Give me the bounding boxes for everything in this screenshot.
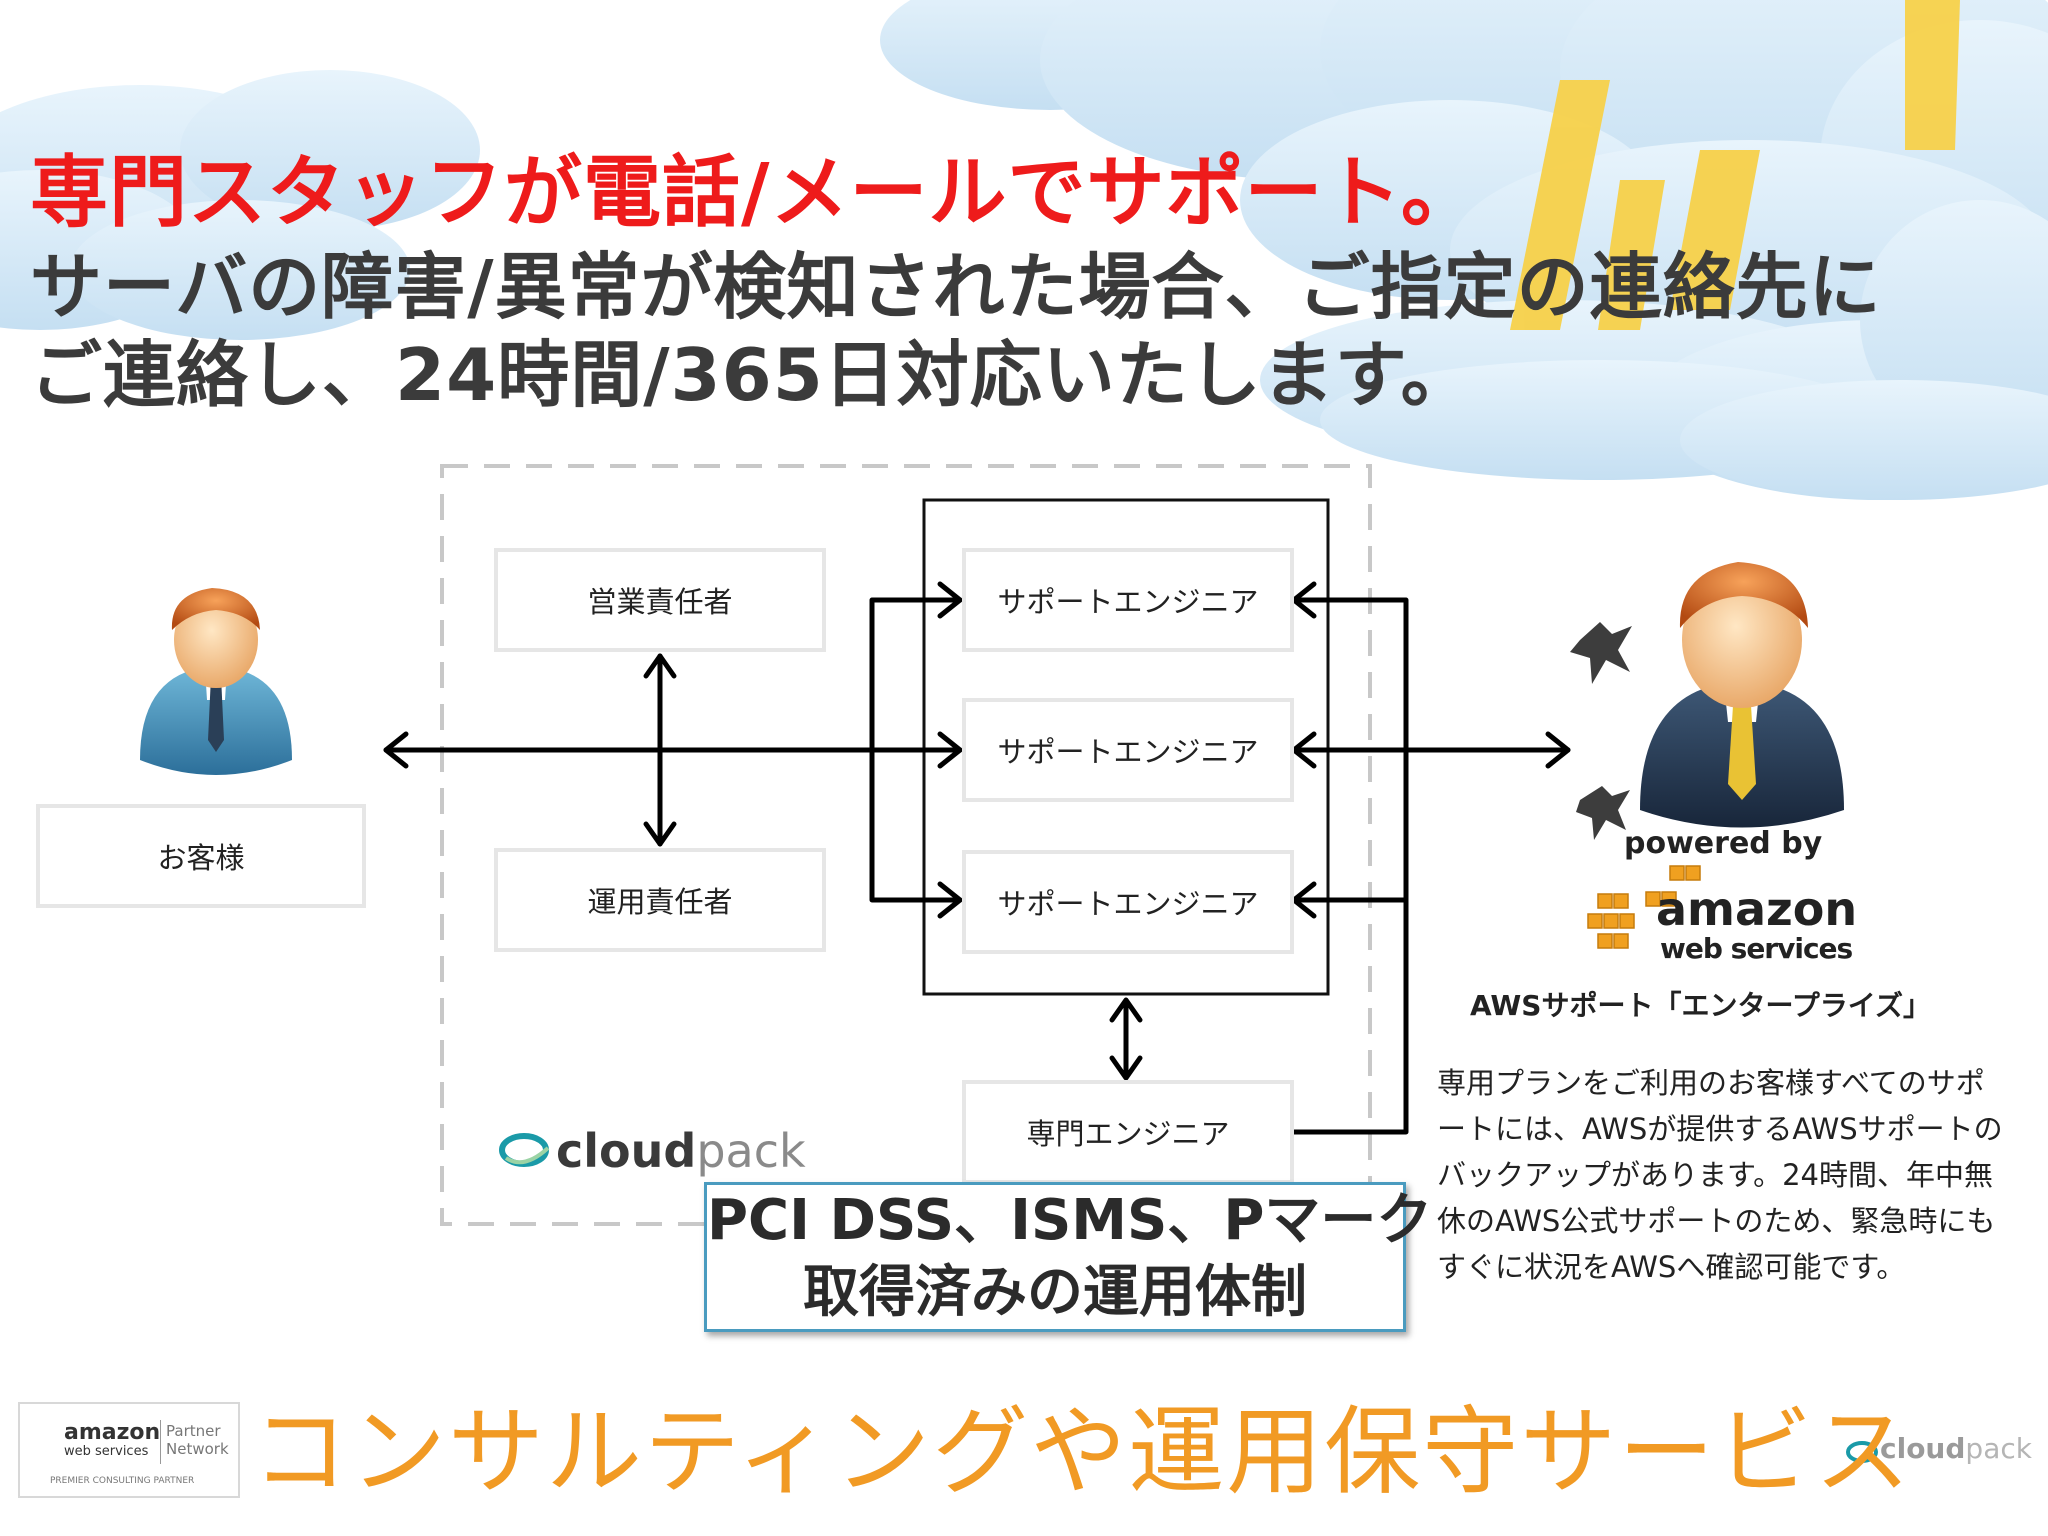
cloudpack-corner-word2: pack — [1965, 1432, 2032, 1465]
badge-tier: PREMIER CONSULTING PARTNER — [50, 1476, 195, 1486]
aws-cubes-icon — [1587, 865, 1701, 949]
shuriken-icon — [1570, 622, 1632, 840]
node-sales-manager: 営業責任者 — [494, 548, 826, 652]
node-support-engineer-1: サポートエンジニア — [962, 548, 1294, 652]
aws-logo-word2: web services — [1660, 932, 1853, 965]
footer-title: コンサルティングや運用保守サービス — [252, 1396, 1913, 1508]
heading-line-2: サーバの障害/異常が検知された場合、ご指定の連絡先に — [30, 245, 1882, 329]
sunlight-rays — [1510, 0, 1960, 330]
cloudpack-logo-corner: cloudpack — [1880, 1432, 2032, 1465]
badge-partner2: Network — [166, 1440, 229, 1458]
aws-support-title: AWSサポート「エンタープライズ」 — [1470, 989, 1931, 1022]
cloudpack-logo-word1: cloud — [556, 1124, 697, 1178]
cloudpack-corner-word1: cloud — [1880, 1432, 1966, 1465]
aws-partner-badge: amazon web services Partner Network PREM… — [18, 1402, 240, 1498]
cloudpack-swirl-icon-small — [1846, 1441, 1878, 1463]
node-customer: お客様 — [36, 804, 366, 908]
node-support-engineer-3: サポートエンジニア — [962, 850, 1294, 954]
certification-callout: PCI DSS、ISMS、Pマーク 取得済みの運用体制 — [704, 1182, 1433, 1332]
badge-partner1: Partner — [166, 1422, 221, 1440]
certification-line-1: PCI DSS、ISMS、Pマーク — [707, 1188, 1433, 1253]
node-specialist-engineer: 専門エンジニア — [962, 1080, 1294, 1184]
aws-logo-word1: amazon — [1656, 882, 1858, 936]
aws-support-note: 専用プランをご利用のお客様すべてのサポートには、AWSが提供するAWSサポートの… — [1437, 1066, 2003, 1284]
certification-line-2: 取得済みの運用体制 — [803, 1260, 1307, 1325]
heading-line-3: ご連絡し、24時間/365日対応いたします。 — [30, 333, 1474, 417]
person-aws-icon — [1640, 562, 1844, 828]
powered-by-label: powered by — [1624, 826, 1823, 861]
node-ops-manager: 運用責任者 — [494, 848, 826, 952]
heading-line-1: 専門スタッフが電話/メールでサポート。 — [30, 148, 1480, 238]
node-support-engineer-2: サポートエンジニア — [962, 698, 1294, 802]
cloudpack-logo-word2: pack — [696, 1124, 806, 1178]
person-customer-icon — [140, 588, 292, 775]
badge-word2: web services — [64, 1444, 149, 1459]
cloudpack-swirl-icon — [499, 1133, 550, 1167]
cloudpack-logo: cloudpack — [556, 1124, 806, 1178]
connector-arrows — [383, 581, 1571, 1135]
badge-word1: amazon — [64, 1420, 161, 1445]
cloud-left — [0, 70, 480, 340]
